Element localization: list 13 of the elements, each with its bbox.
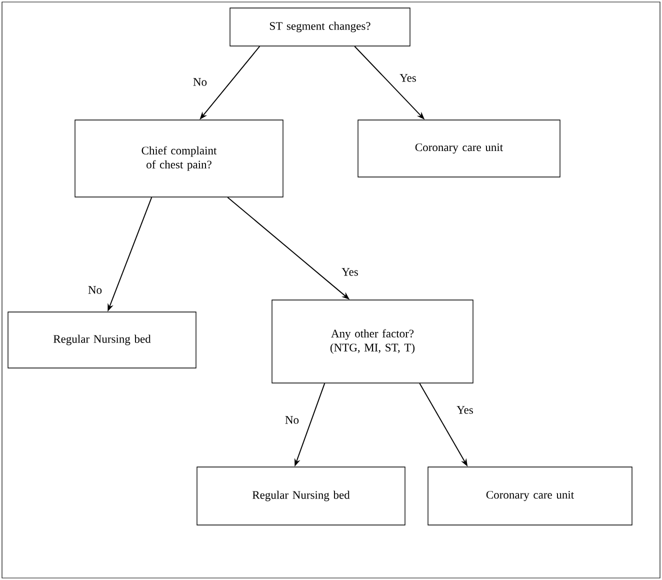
edge-label: Yes: [456, 406, 473, 414]
process-box: Regular Nursing bed: [196, 466, 406, 526]
edge-label: Yes: [342, 268, 358, 276]
process-box: Coronary care unit: [428, 466, 632, 526]
edge-label: No: [285, 416, 299, 424]
process-box: Regular Nursing bed: [8, 312, 196, 368]
edge-label: Yes: [400, 74, 416, 82]
edge-label: No: [88, 286, 102, 294]
process-box: Chief complaint of chest pain?: [74, 120, 284, 198]
edge-label: No: [193, 78, 207, 86]
process-box: Coronary care unit: [358, 120, 560, 178]
process-box: ST segment changes?: [230, 8, 410, 46]
process-box: Any other factor? (NTG, MI, ST, T): [272, 300, 474, 384]
